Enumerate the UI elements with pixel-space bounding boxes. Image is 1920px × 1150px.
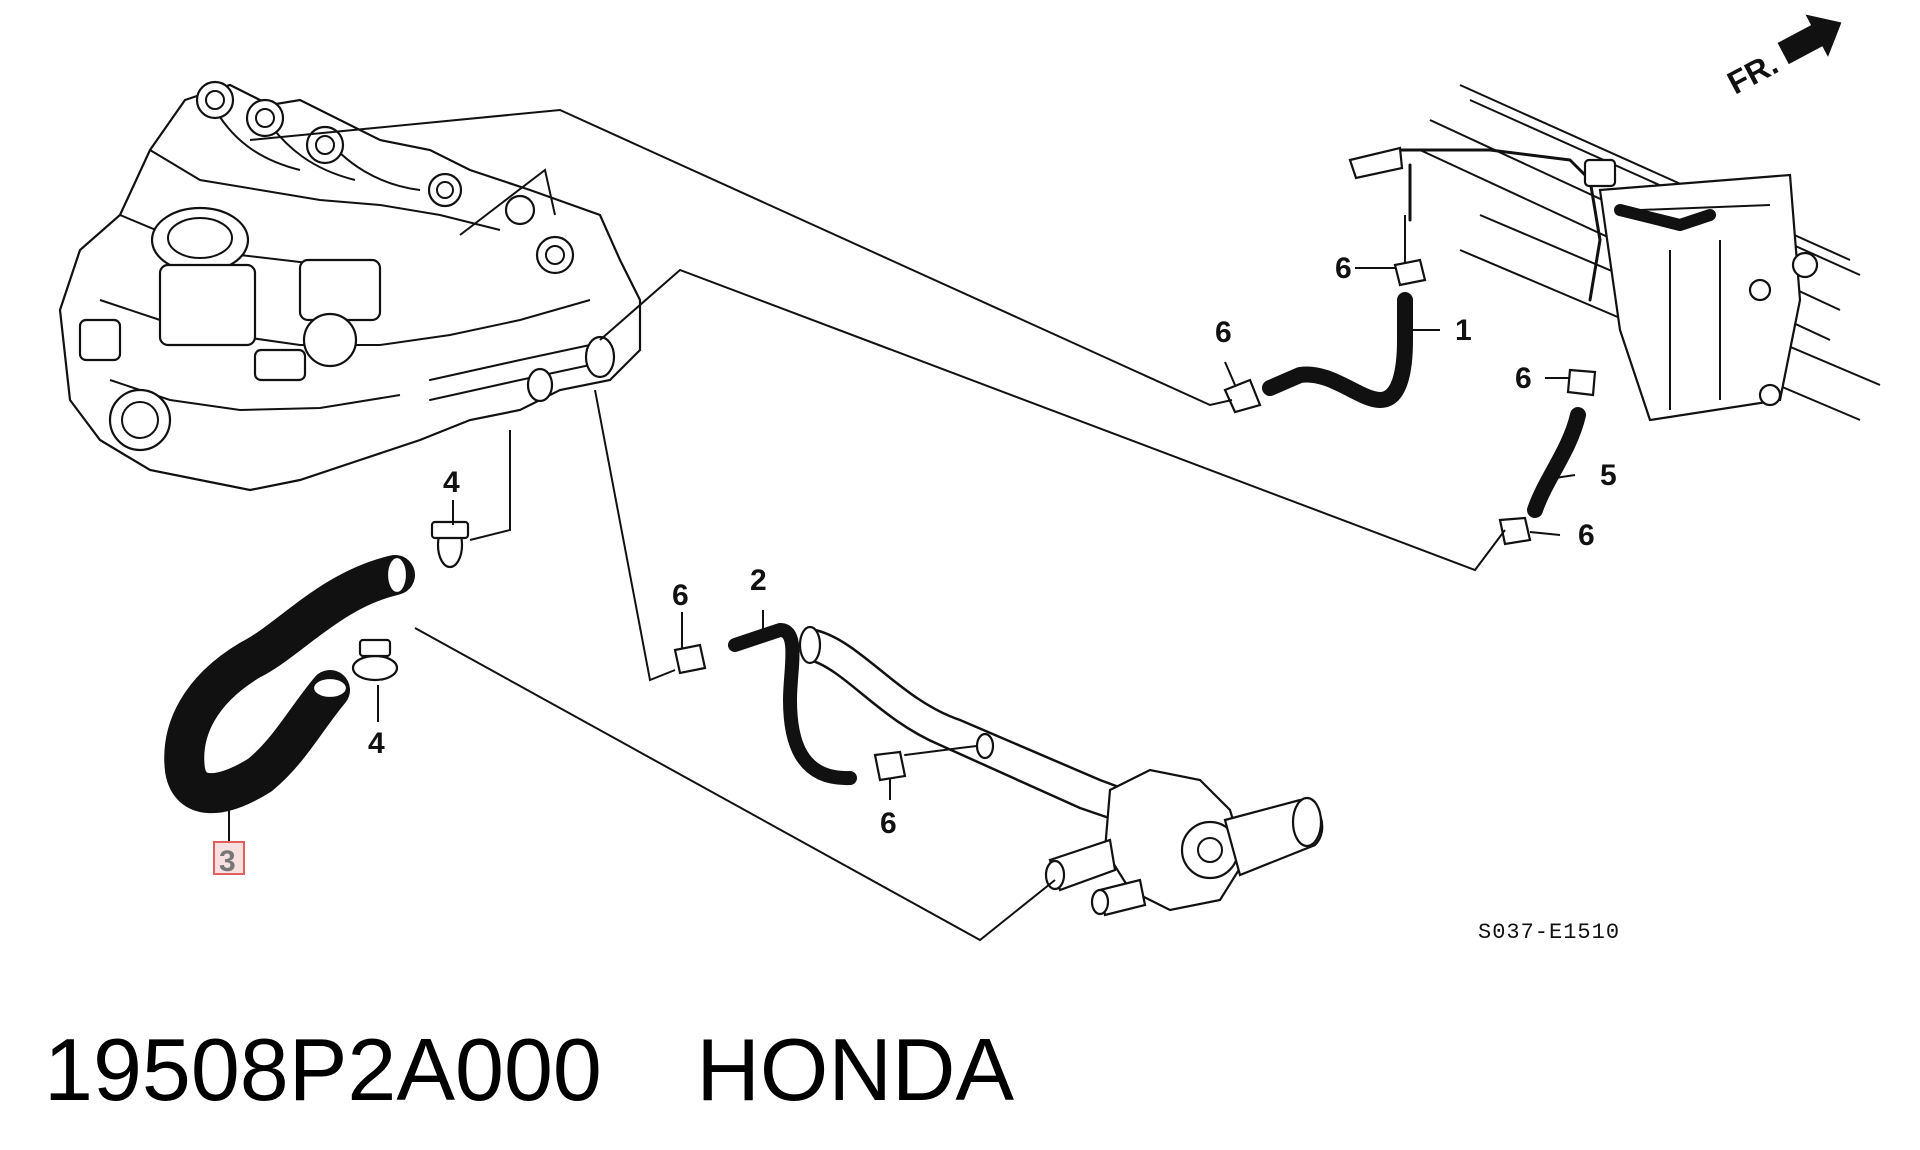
callout-2: 2	[750, 564, 767, 597]
hose-1[interactable]	[1262, 215, 1413, 408]
front-direction-indicator: FR.	[1721, 14, 1842, 101]
clip-6-top[interactable]	[1393, 258, 1427, 287]
clip-6-right-lower[interactable]	[1498, 516, 1532, 546]
brand-name: HONDA	[696, 1020, 1015, 1119]
callout-5: 5	[1600, 459, 1617, 492]
callout-6-right-upper: 6	[1515, 362, 1532, 395]
engine-block-illustration	[1348, 84, 1881, 422]
callout-4-upper: 4	[443, 466, 460, 499]
callout-6-middle-left: 6	[672, 579, 689, 612]
drawing-code: S037-E1510	[1478, 920, 1620, 945]
hose-5[interactable]	[1527, 407, 1586, 518]
callout-6-right-lower: 6	[1578, 519, 1595, 552]
clip-6-middle-left[interactable]	[673, 643, 707, 675]
callout-6-top: 6	[1335, 252, 1352, 285]
callout-1: 1	[1455, 314, 1472, 347]
callout-6-middle-lower: 6	[880, 807, 897, 840]
callout-4-lower: 4	[368, 727, 385, 760]
leader-lines	[228, 108, 1576, 942]
footer: 19508P2A000 HONDA	[44, 1020, 1014, 1120]
part-number: 19508P2A000	[44, 1020, 602, 1119]
callouts: 1 2 3 4 4 5 6 6 6 6 6 6	[213, 252, 1617, 878]
intake-manifold-illustration	[58, 80, 642, 492]
hose-3[interactable]	[164, 555, 415, 814]
hose-2[interactable]	[728, 623, 857, 786]
front-direction-label: FR.	[1721, 45, 1783, 101]
callout-3[interactable]: 3	[219, 845, 236, 878]
water-outlet-illustration	[798, 625, 1324, 917]
callout-6-left: 6	[1215, 316, 1232, 349]
clip-6-left[interactable]	[1223, 378, 1262, 414]
clamp-4-upper[interactable]	[430, 520, 470, 569]
clip-6-middle-lower[interactable]	[873, 750, 907, 782]
callout-3-highlight	[213, 841, 245, 875]
clamp-4-lower[interactable]	[351, 638, 399, 682]
clip-6-right-upper[interactable]	[1566, 368, 1597, 397]
parts-diagram: FR.	[58, 14, 1881, 945]
